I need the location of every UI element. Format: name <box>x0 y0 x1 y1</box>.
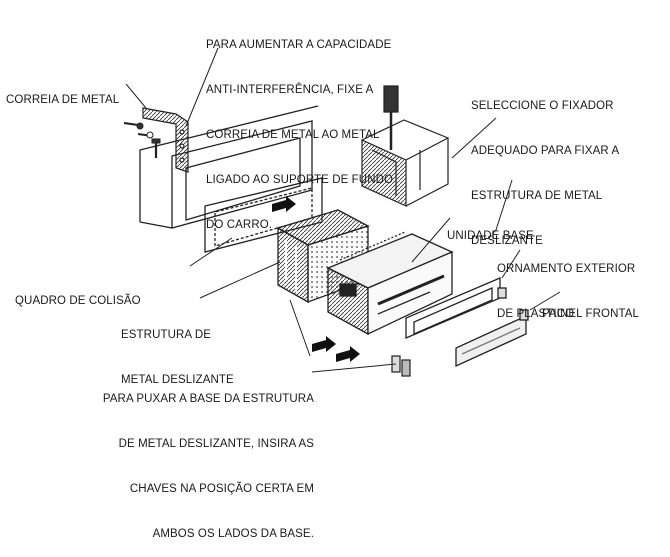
label-base-unit: UNIDADE BASE <box>447 230 534 242</box>
label-metal-strap: CORREIA DE METAL <box>6 94 120 106</box>
label-collision-frame: QUADRO DE COLISÃO <box>15 295 141 307</box>
base-unit <box>326 231 454 336</box>
installation-diagram <box>123 47 561 377</box>
leader-lines <box>125 47 561 373</box>
push-arrows <box>272 196 360 362</box>
plastic-trim-ring <box>405 277 507 339</box>
dashboard-opening <box>139 105 319 229</box>
label-sliding-sleeve: ESTRUTURA DE METAL DESLIZANTE <box>121 329 234 386</box>
label-removal-instructions: PARA PUXAR A BASE DA ESTRUTURA DE METAL … <box>102 393 314 540</box>
metal-strap <box>142 107 189 173</box>
front-panel <box>455 309 529 368</box>
mounting-detail <box>361 85 449 207</box>
label-plastic-trim: ORNAMENTO EXTERIOR DE PLÁSTICO <box>497 263 636 320</box>
label-front-panel: PAINEL FRONTAL <box>542 308 640 320</box>
label-select-fastener: SELECCIONE O FIXADOR ADEQUADO PARA FIXAR… <box>471 100 620 247</box>
label-anti-interference: PARA AUMENTAR A CAPACIDADE ANTI-INTERFER… <box>206 39 394 231</box>
removal-keys <box>391 355 411 377</box>
screws <box>123 122 161 158</box>
